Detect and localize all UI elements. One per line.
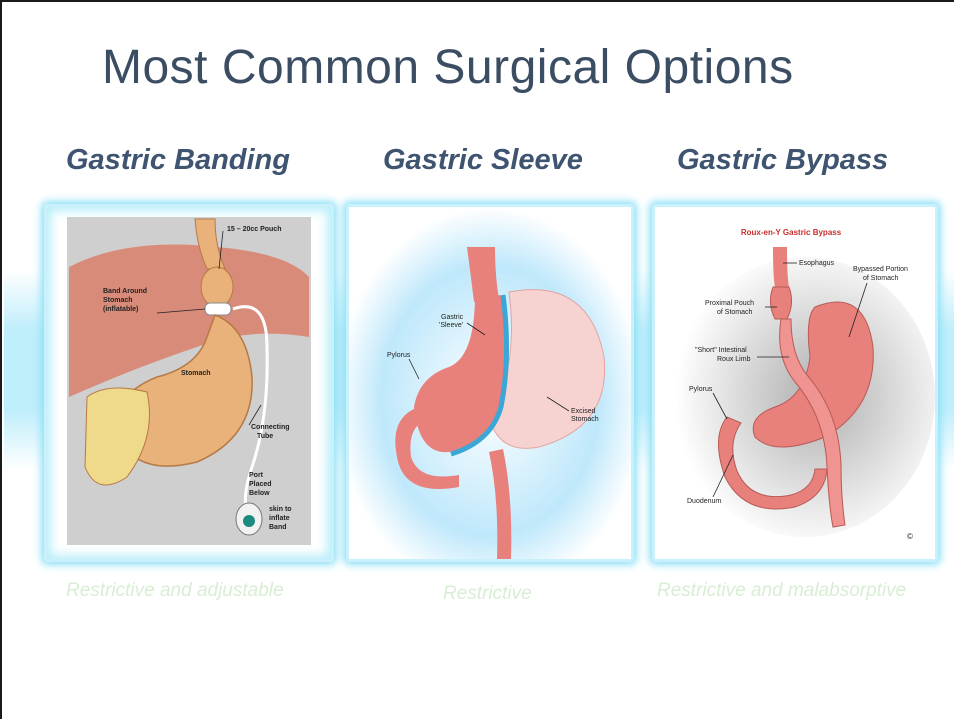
gastric-banding-illustration: 15 – 20cc Pouch Band Around Stomach (inf…	[47, 207, 331, 559]
label-roux-2: Roux Limb	[717, 356, 751, 363]
label-band-3: (inflatable)	[103, 306, 138, 313]
label-port-2: Placed	[249, 481, 272, 488]
label-band-1: Band Around	[103, 288, 147, 295]
panel-gastric-bypass: Roux-en-Y Gastric Bypass Esophagus Bypas…	[652, 204, 938, 562]
label-esophagus: Esophagus	[799, 260, 835, 267]
label-pouch: 15 – 20cc Pouch	[227, 226, 281, 233]
label-roux-1: "Short" Intestinal	[695, 347, 747, 354]
label-port-6: Band	[269, 524, 287, 531]
label-sleeve-2: 'Sleeve'	[439, 322, 463, 329]
label-band-2: Stomach	[103, 297, 133, 304]
gastric-sleeve-illustration: Gastric 'Sleeve' Pylorus Excised Stomach	[349, 207, 631, 559]
heading-gastric-sleeve: Gastric Sleeve	[383, 144, 583, 177]
label-tube-2: Tube	[257, 433, 273, 440]
panel-gastric-banding: 15 – 20cc Pouch Band Around Stomach (inf…	[44, 204, 334, 562]
gastric-bypass-illustration: Roux-en-Y Gastric Bypass Esophagus Bypas…	[655, 207, 935, 559]
heading-gastric-bypass: Gastric Bypass	[677, 144, 888, 177]
label-port-5: inflate	[269, 515, 290, 522]
label-pylorus: Pylorus	[689, 386, 713, 393]
label-duodenum: Duodenum	[687, 498, 721, 505]
label-sleeve-1: Gastric	[441, 314, 464, 321]
label-tube-1: Connecting	[251, 424, 290, 431]
label-port-1: Port	[249, 472, 264, 479]
heading-gastric-banding: Gastric Banding	[66, 144, 290, 177]
label-excised-1: Excised	[571, 408, 596, 415]
bypass-figure-title: Roux-en-Y Gastric Bypass	[741, 228, 842, 237]
copyright-mark: ©	[907, 532, 913, 541]
label-excised-2: Stomach	[571, 416, 599, 423]
label-port-4: skin to	[269, 506, 292, 513]
label-pouch-1: Proximal Pouch	[705, 300, 754, 307]
label-pouch-2: of Stomach	[717, 309, 753, 316]
label-stomach: Stomach	[181, 370, 211, 377]
slide-title: Most Common Surgical Options	[102, 40, 794, 95]
label-bypassed-2: of Stomach	[863, 275, 899, 282]
label-pylorus: Pylorus	[387, 352, 411, 359]
panel-gastric-sleeve: Gastric 'Sleeve' Pylorus Excised Stomach	[346, 204, 634, 562]
label-bypassed-1: Bypassed Portion	[853, 266, 908, 273]
caption-gastric-sleeve: Restrictive	[443, 583, 532, 605]
caption-gastric-banding: Restrictive and adjustable	[66, 580, 284, 602]
caption-gastric-bypass: Restrictive and malabsorptive	[657, 580, 906, 602]
label-port-3: Below	[249, 490, 270, 497]
